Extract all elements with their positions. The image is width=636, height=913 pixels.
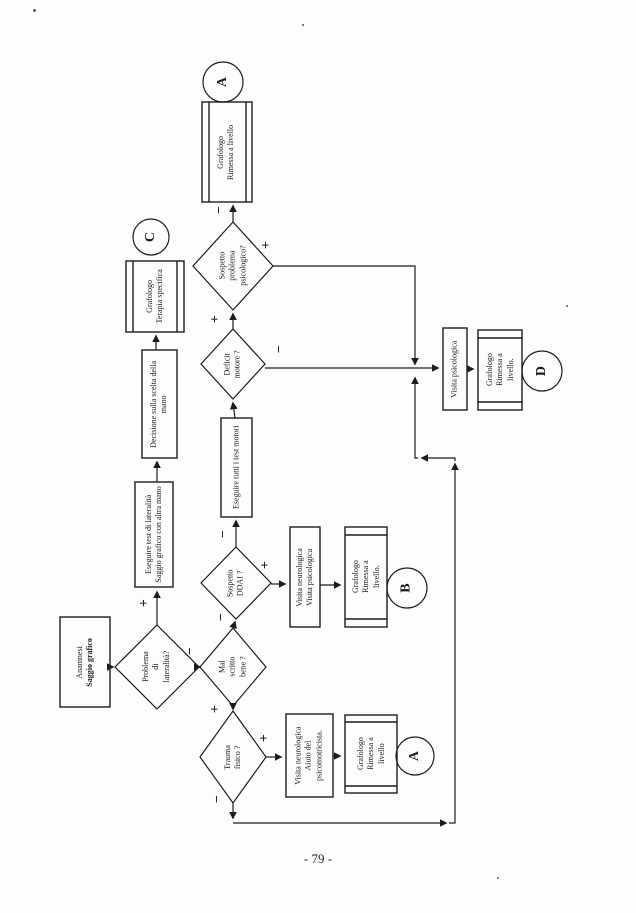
decisione-box	[141, 349, 178, 459]
sign-ddai-minus: −	[215, 530, 231, 538]
visita-psico-box	[442, 327, 468, 411]
connector-up-to-junction	[411, 376, 419, 459]
connector-left-segment	[420, 454, 456, 462]
scan-speck	[33, 9, 36, 12]
ddai-diamond	[200, 546, 272, 620]
scan-speck	[497, 877, 499, 879]
scan-speck	[302, 24, 304, 26]
rimessa-a-bottom-box	[344, 714, 398, 794]
sign-trauma-minus: −	[209, 795, 225, 803]
psicologico-diamond	[192, 221, 274, 311]
scan-speck	[566, 305, 568, 307]
circle-d	[521, 350, 563, 392]
connector-mal-minus-ddai	[229, 620, 237, 630]
circle-b	[386, 567, 428, 609]
offpage-b: B	[398, 583, 414, 593]
rimessa-b-box	[344, 526, 388, 628]
sign-problema-plus: +	[136, 599, 152, 607]
circle-a-top	[202, 61, 244, 103]
page-number: - 79 -	[303, 851, 333, 866]
mal-scritto-diamond	[199, 627, 267, 707]
anamnesi-box	[59, 616, 111, 708]
connector-testmotori-deficit	[229, 401, 238, 419]
eseguire-test-box	[134, 481, 174, 588]
rimessa-d-box	[477, 329, 523, 411]
problema-diamond	[114, 624, 200, 710]
offpage-a-bottom: A	[406, 750, 422, 762]
terapia-box	[125, 260, 185, 333]
offpage-d: D	[533, 365, 549, 377]
visita-neuro-aiuto-box	[285, 713, 334, 798]
sign-psico-plus: +	[258, 241, 274, 249]
circle-c	[132, 218, 170, 256]
sign-mal-plus: +	[207, 705, 223, 713]
sign-deficit-minus: −	[271, 345, 287, 353]
sign-problema-minus: −	[182, 647, 198, 655]
connector-psico-plus-junction	[273, 265, 419, 366]
deficit-diamond	[200, 328, 266, 400]
visita-neuro-psico-box	[289, 526, 321, 628]
sign-psico-minus: −	[211, 206, 227, 214]
sign-ddai-plus: +	[257, 561, 273, 569]
trauma-diamond	[199, 709, 267, 805]
offpage-a-top: A	[214, 76, 230, 88]
sign-trauma-plus: +	[256, 734, 272, 742]
test-motori-box	[220, 417, 253, 518]
offpage-c: C	[142, 231, 158, 243]
connector-right-vertical-up	[449, 462, 459, 824]
sign-mal-minus: −	[213, 613, 229, 621]
circle-a-bottom	[395, 736, 435, 776]
sign-deficit-plus: +	[207, 315, 223, 323]
